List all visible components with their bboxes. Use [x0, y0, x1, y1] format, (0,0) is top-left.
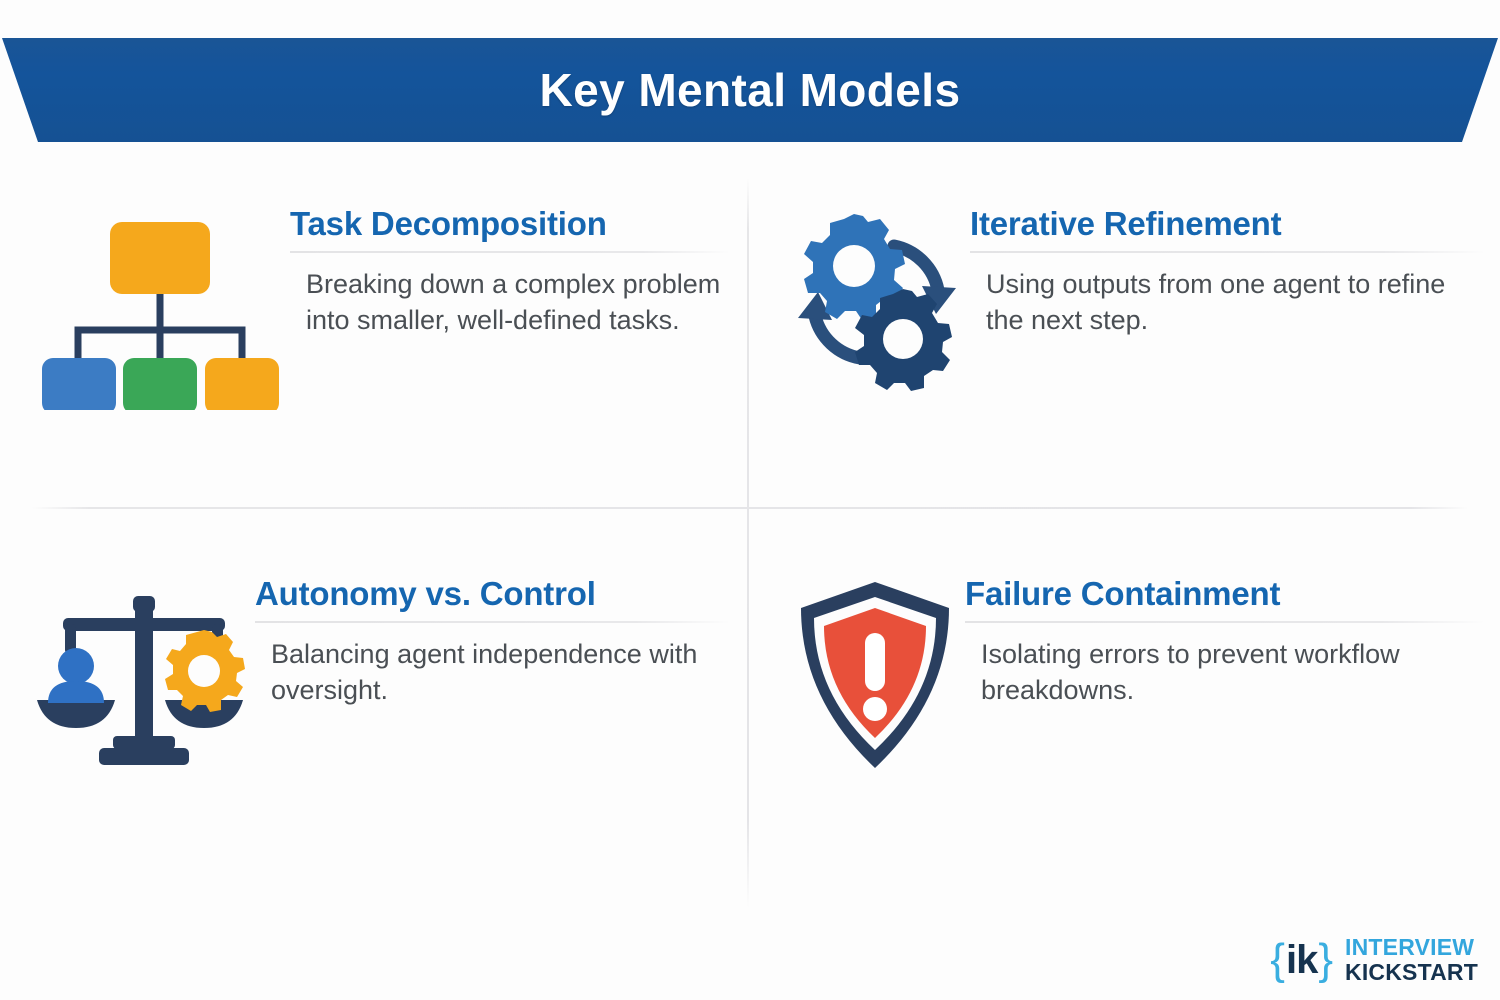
card-iterative-refinement: Iterative Refinement Using outputs from …	[785, 200, 1485, 398]
hierarchy-tree-icon	[30, 200, 290, 410]
logo-mark-ik: { ik }	[1270, 938, 1333, 982]
title-underline	[255, 621, 730, 624]
card-text-failure-containment: Failure Containment Isolating errors to …	[965, 570, 1485, 709]
gears-cycle-icon	[785, 200, 970, 398]
logo-word-kickstart: KICKSTART	[1345, 959, 1478, 985]
logo-brace-open: {	[1270, 935, 1285, 984]
horizontal-divider	[32, 507, 1468, 509]
vertical-divider	[747, 178, 749, 908]
logo-initials: ik	[1285, 938, 1318, 982]
card-title: Task Decomposition	[290, 205, 607, 242]
card-text-task-decomposition: Task Decomposition Breaking down a compl…	[290, 200, 730, 339]
page-title: Key Mental Models	[539, 64, 961, 116]
card-title: Failure Containment	[965, 575, 1281, 612]
card-body: Breaking down a complex problem into sma…	[306, 269, 721, 336]
card-title: Autonomy vs. Control	[255, 575, 596, 612]
header-banner: Key Mental Models	[2, 38, 1498, 142]
card-body: Using outputs from one agent to refine t…	[986, 269, 1446, 336]
card-text-autonomy-vs-control: Autonomy vs. Control Balancing agent ind…	[255, 570, 730, 709]
logo-word-interview: INTERVIEW	[1345, 934, 1475, 960]
card-task-decomposition: Task Decomposition Breaking down a compl…	[30, 200, 730, 410]
card-title: Iterative Refinement	[970, 205, 1282, 242]
card-body: Balancing agent independence with oversi…	[271, 639, 698, 706]
title-underline	[965, 621, 1485, 624]
card-text-iterative-refinement: Iterative Refinement Using outputs from …	[970, 200, 1485, 339]
logo-wordmark: INTERVIEW KICKSTART	[1345, 936, 1478, 984]
balance-scale-icon	[30, 570, 255, 773]
brand-logo: { ik } INTERVIEW KICKSTART	[1270, 936, 1478, 984]
shield-alert-icon	[785, 570, 965, 773]
title-underline	[290, 251, 730, 254]
card-failure-containment: Failure Containment Isolating errors to …	[785, 570, 1485, 773]
card-autonomy-vs-control: Autonomy vs. Control Balancing agent ind…	[30, 570, 730, 773]
quadrant-grid: Task Decomposition Breaking down a compl…	[0, 160, 1500, 920]
title-underline	[970, 251, 1485, 254]
card-body: Isolating errors to prevent workflow bre…	[981, 639, 1400, 706]
logo-brace-close: }	[1318, 935, 1334, 984]
